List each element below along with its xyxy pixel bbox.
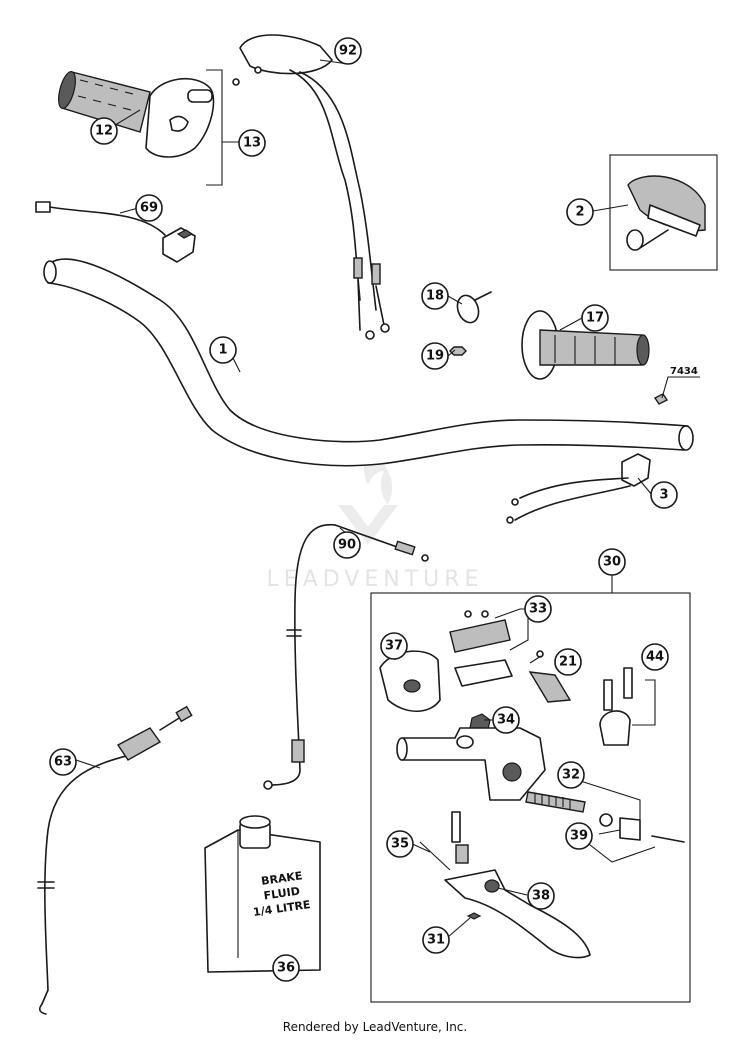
bottle-label-line-2: FLUID (263, 885, 301, 903)
throttle-cables (232, 34, 390, 340)
kill-switch-left (35, 201, 196, 263)
reference-number: 7434 (670, 366, 698, 377)
callout-12: 12 (90, 117, 118, 145)
watermark: LEADVENTURE (267, 445, 484, 592)
callout-69: 69 (135, 194, 163, 222)
callout-38: 38 (527, 882, 555, 910)
brake-master-cylinder-assembly (370, 574, 691, 1003)
callout-13: 13 (238, 129, 266, 157)
callout-19-label: 19 (426, 349, 444, 364)
callout-1: 1 (209, 336, 237, 364)
callout-92: 92 (334, 37, 362, 65)
callout-18: 18 (421, 282, 449, 310)
handlebar (43, 258, 694, 467)
hot-start-cable (37, 705, 193, 1015)
callout-34-label: 34 (497, 713, 515, 728)
brake-fluid-bottle: BRAKE FLUID 1/4 LITRE (204, 815, 321, 973)
callout-35: 35 (386, 830, 414, 858)
callout-37: 37 (380, 632, 408, 660)
callout-39: 39 (565, 822, 593, 850)
callout-39-label: 39 (570, 829, 588, 844)
callout-92-label: 92 (339, 44, 357, 59)
callout-44: 44 (641, 643, 669, 671)
callout-3-label: 3 (659, 488, 668, 503)
watermark-text: LEADVENTURE (267, 567, 484, 592)
callout-1-label: 1 (218, 343, 227, 358)
callout-21-label: 21 (559, 655, 577, 670)
callout-19: 19 (421, 342, 449, 370)
callouts: 1 2 3 12 13 17 18 19 21 30 31 32 33 34 3… (49, 37, 678, 982)
callout-63-label: 63 (54, 755, 72, 770)
callout-34: 34 (492, 706, 520, 734)
reference-number-text: 7434 (670, 366, 698, 377)
callout-38-label: 38 (532, 889, 550, 904)
callout-90: 90 (333, 531, 361, 559)
callout-18-label: 18 (426, 289, 444, 304)
callout-33: 33 (524, 595, 552, 623)
callout-90-label: 90 (338, 538, 356, 553)
callout-3: 3 (650, 481, 678, 509)
footer-credit: Rendered by LeadVenture, Inc. (282, 1020, 468, 1034)
switch-right (506, 453, 651, 524)
callout-31-label: 31 (427, 933, 445, 948)
handlebar-end-cap (609, 154, 718, 271)
left-grip (521, 310, 669, 405)
callout-2: 2 (566, 198, 594, 226)
callout-13-label: 13 (243, 136, 261, 151)
leader-lines (75, 59, 700, 938)
callout-30: 30 (598, 548, 626, 576)
callout-36: 36 (272, 954, 300, 982)
callout-32-label: 32 (562, 768, 580, 783)
callout-44-label: 44 (646, 650, 664, 665)
callout-31: 31 (422, 926, 450, 954)
clutch-cable (263, 523, 429, 790)
callout-35-label: 35 (391, 837, 409, 852)
callout-36-label: 36 (277, 961, 295, 976)
callout-17: 17 (581, 304, 609, 332)
callout-30-label: 30 (603, 555, 621, 570)
callout-33-label: 33 (529, 602, 547, 617)
callout-21: 21 (554, 648, 582, 676)
callout-12-label: 12 (95, 124, 113, 139)
callout-69-label: 69 (140, 201, 158, 216)
callout-63: 63 (49, 748, 77, 776)
bottle-label-line-1: BRAKE (260, 869, 303, 888)
part-13-bracket (206, 69, 240, 186)
callout-17-label: 17 (586, 311, 604, 326)
clamp-and-nut (449, 291, 492, 356)
callout-2-label: 2 (575, 205, 584, 220)
callout-32: 32 (557, 761, 585, 789)
callout-37-label: 37 (385, 639, 403, 654)
